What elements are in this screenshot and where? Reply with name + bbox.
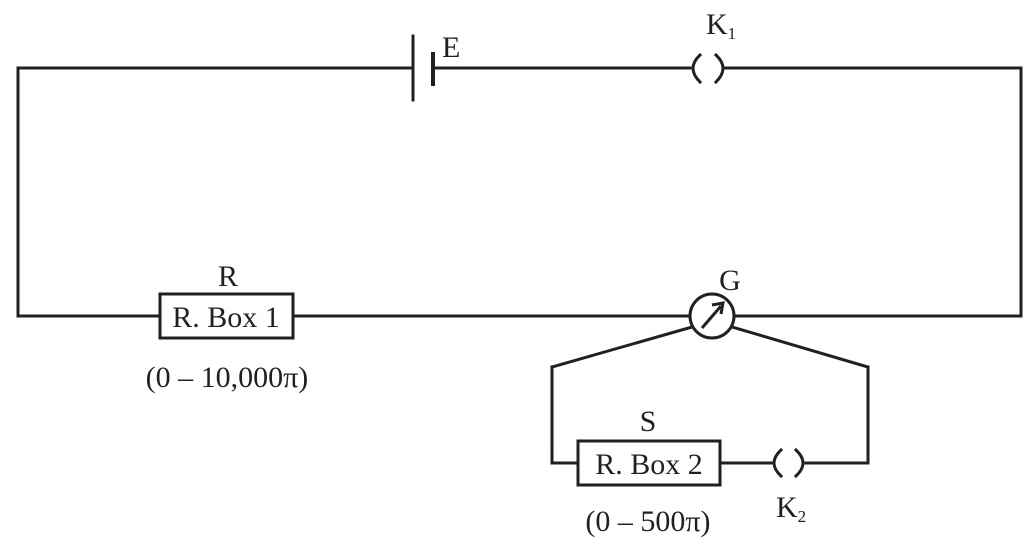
key2-label-main: K [776,491,798,524]
resistor-s-label: S [640,405,657,438]
key1-label-sub: 1 [728,24,737,43]
key1-right-arc [713,52,725,85]
key1-label: K1 [706,8,736,43]
key2-right-arc [793,447,805,479]
key2-label-sub: 2 [798,507,807,526]
shunt-wire-left-diagonal [550,325,694,369]
resistance-box-2-text: R. Box 2 [595,448,703,481]
galvanometer-arrowhead [711,301,725,315]
key2-label: K2 [776,491,806,526]
key1-symbol [691,52,725,85]
shunt-branch-wires [550,325,870,465]
outer-loop-wires [16,66,1023,318]
battery-symbol [411,34,435,102]
battery-label: E [442,31,460,64]
resistance-box-1 [158,292,295,340]
shunt-wire-right-diagonal [730,325,870,369]
key1-label-main: K [706,8,728,41]
galvanometer-symbol [688,292,736,340]
key2-symbol [772,447,805,479]
resistance-box-1-text: R. Box 1 [172,301,280,334]
galvanometer-needle [700,305,723,329]
key1-left-arc [691,52,703,85]
resistance-box-1-range: (0 – 10,000π) [146,361,309,394]
key2-left-arc [772,447,784,479]
resistance-box-2 [576,439,722,487]
resistance-box-2-range: (0 – 500π) [585,505,710,538]
galvanometer-label: G [719,264,741,297]
resistor-r-label: R [218,260,238,293]
